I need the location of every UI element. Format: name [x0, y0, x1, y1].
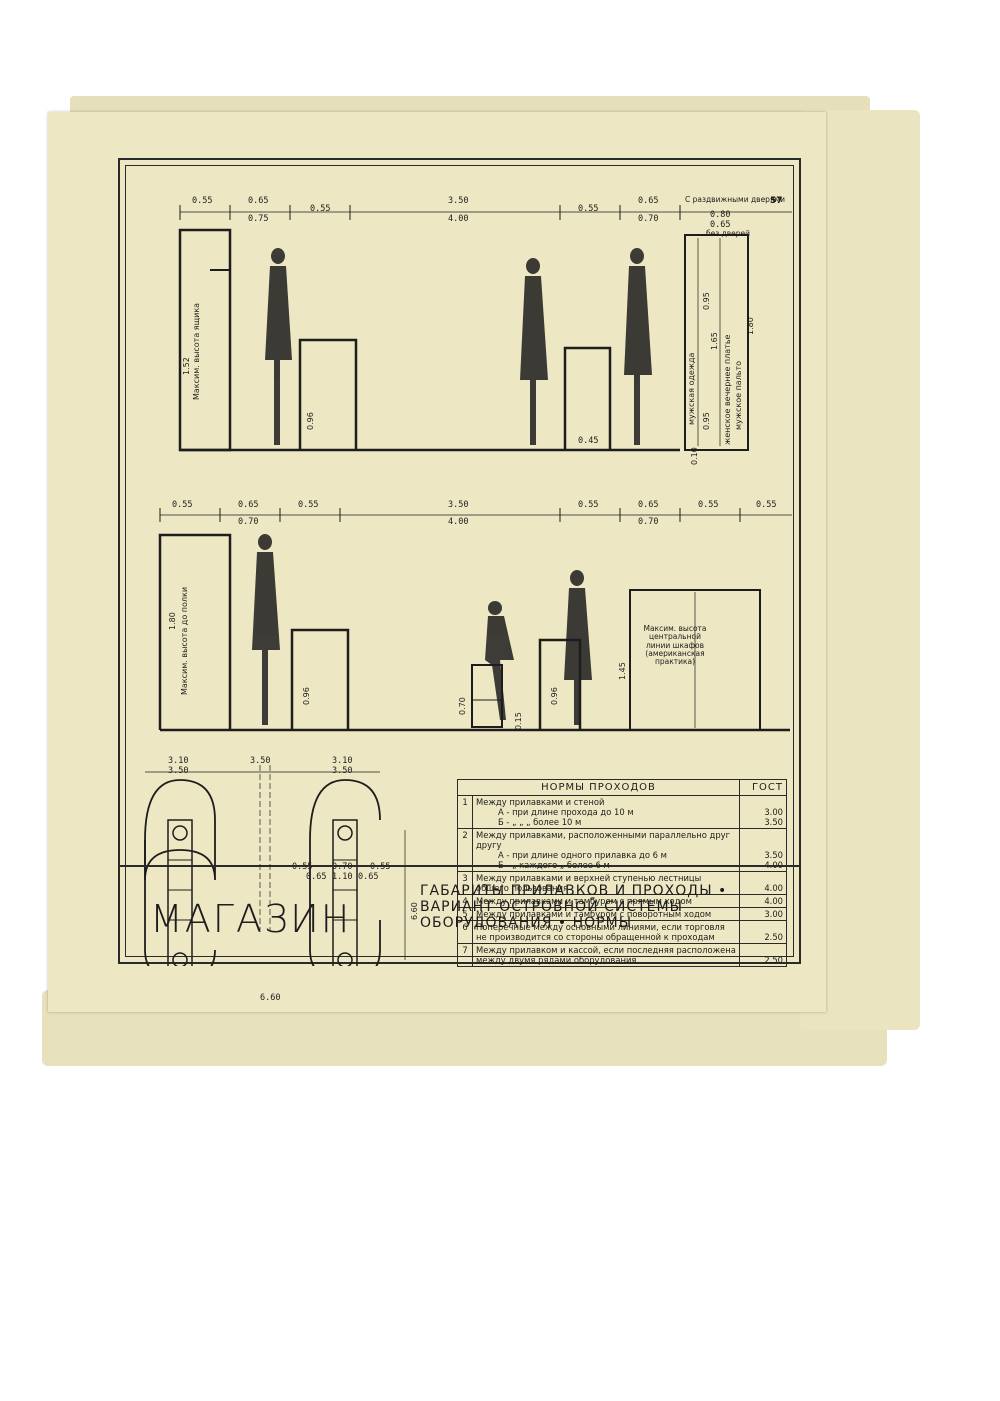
dim-top-1: 0.55 — [192, 196, 213, 206]
dim-top-2: 0.65 — [248, 196, 269, 206]
mid-dim-8: 0.65 — [638, 500, 659, 510]
stool-height: 0.70 — [458, 697, 467, 715]
norms-table: НОРМЫ ПРОХОДОВ ГОСТ 1 Между прилавками и… — [457, 779, 787, 967]
mid-dim-3: 0.70 — [238, 517, 259, 527]
plan-detail-1: 0.55 — [292, 862, 313, 872]
wardrobe-height: 1.45 — [618, 662, 627, 680]
table-row: 1 Между прилавками и стеной А - при длин… — [457, 795, 787, 829]
foot-height: 0.15 — [514, 712, 523, 730]
plan-bottom-1: 6.60 — [260, 993, 281, 1003]
counter-width: 0.45 — [578, 436, 599, 446]
dim-top-8: 0.65 — [638, 196, 659, 206]
mid-dim-11: 0.55 — [756, 500, 777, 510]
door-note-with: С раздвижными дверями — [685, 195, 785, 204]
plan-detail-2: 0.70 — [332, 862, 353, 872]
clothing-dim-3: 1.80 — [746, 317, 755, 335]
plan-detail-3: 0.55 — [370, 862, 391, 872]
page-number: 57 — [770, 196, 783, 206]
title-block: МАГАЗИН ГАБАРИТЫ ПРИЛАВКОВ И ПРОХОДЫ • В… — [120, 865, 799, 964]
drawing-frame: 0.55 0.65 0.75 0.55 3.50 4.00 0.55 0.65 … — [118, 158, 801, 1003]
plan-detail-6: 0.65 — [358, 872, 379, 882]
plan-dim-4: 3.10 — [332, 756, 353, 766]
plan-dim-2: 3.50 — [168, 766, 189, 776]
technical-drawing — [144, 205, 792, 966]
counter-height-mid: 0.96 — [302, 687, 311, 705]
subtitle: ГАБАРИТЫ ПРИЛАВКОВ И ПРОХОДЫ • ВАРИАНТ О… — [420, 883, 728, 931]
clothing-dim-4: 0.95 — [702, 412, 711, 430]
floor-offset: 0.10 — [690, 447, 699, 465]
mid-dim-2: 0.65 — [238, 500, 259, 510]
dim-top-6: 4.00 — [448, 214, 469, 224]
norms-title: НОРМЫ ПРОХОДОВ — [457, 779, 740, 796]
door-note-without: без дверей — [705, 229, 751, 238]
plan-detail-4: 0.65 — [306, 872, 327, 882]
dim-top-7: 0.55 — [578, 204, 599, 214]
mid-dim-5: 3.50 — [448, 500, 469, 510]
mid-dim-4: 0.55 — [298, 500, 319, 510]
dim-top-9: 0.70 — [638, 214, 659, 224]
clothing-label-women: женское вечернее платье — [723, 334, 732, 445]
mid-dim-7: 0.55 — [578, 500, 599, 510]
mid-dim-9: 0.70 — [638, 517, 659, 527]
door-dim-1: 0.80 — [710, 210, 731, 220]
plan-dim-5: 3.50 — [332, 766, 353, 776]
shelf-label: Максим. высота до полки — [180, 586, 189, 695]
dim-top-3: 0.75 — [248, 214, 269, 224]
mid-dim-1: 0.55 — [172, 500, 193, 510]
table-row: 2 Между прилавками, расположенными парал… — [457, 828, 787, 872]
cabinet-label: Максим. высота ящика — [192, 302, 201, 400]
dim-top-4: 0.55 — [310, 204, 331, 214]
counter-height-right: 0.96 — [550, 687, 559, 705]
door-dim-2: 0.65 — [710, 220, 731, 230]
norms-unit: ГОСТ — [739, 779, 787, 796]
plan-dim-1: 3.10 — [168, 756, 189, 766]
shelf-height: 1.80 — [168, 612, 177, 630]
clothing-dim-2: 1.65 — [710, 332, 719, 350]
plan-dim-3: 3.50 — [250, 756, 271, 766]
cabinet-height: 1.52 — [182, 357, 191, 375]
plan-detail-5: 1.10 — [332, 872, 353, 882]
main-title: МАГАЗИН — [150, 897, 352, 941]
clothing-label-men: мужская одежда — [687, 352, 696, 425]
wardrobe-note: Максим. высота центральной линии шкафов … — [643, 624, 707, 666]
mid-dim-6: 4.00 — [448, 517, 469, 527]
drawing-sheet: 0.55 0.65 0.75 0.55 3.50 4.00 0.55 0.65 … — [48, 112, 826, 1012]
mid-dim-10: 0.55 — [698, 500, 719, 510]
clothing-dim-1: 0.95 — [702, 292, 711, 310]
norms-header-row: НОРМЫ ПРОХОДОВ ГОСТ — [457, 779, 787, 796]
clothing-label-coat: мужское пальто — [734, 360, 743, 430]
table-row: 7 Между прилавком и кассой, если последн… — [457, 943, 787, 967]
dim-top-5: 3.50 — [448, 196, 469, 206]
counter-height-top: 0.96 — [306, 412, 315, 430]
